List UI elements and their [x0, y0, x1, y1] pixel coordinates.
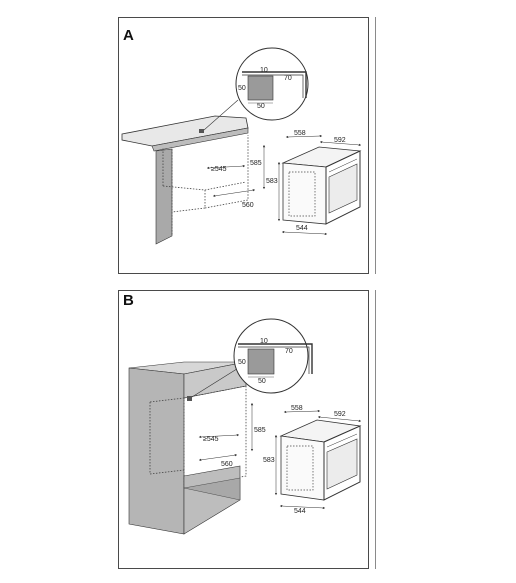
panel-a-oven	[281, 146, 362, 225]
panel-a-oven-dim-583: 583	[266, 178, 278, 185]
panel-a-dim-545-line	[206, 164, 246, 170]
panel-b-dim-560-line	[198, 453, 238, 462]
panel-b-vent-slot	[187, 396, 192, 401]
panel-b-oven	[279, 419, 362, 501]
panel-b-inset-10: 10	[260, 338, 268, 345]
panel-a-cabinet-side	[155, 148, 173, 245]
panel-a-oven-dim-544: 544	[296, 225, 308, 232]
panel-b-oven-dim-544: 544	[294, 508, 306, 515]
panel-b-oven-dim-592-line	[317, 415, 362, 423]
panel-b-dim-560: 560	[221, 461, 233, 468]
panel-b-tall-cabinet	[128, 361, 247, 535]
panel-a-inset-50v: 50	[238, 85, 246, 92]
panel-b-detail-inset: 10 70 50 50	[233, 318, 313, 394]
panel-a-vent-slot	[199, 129, 204, 133]
panel-b-letter: B	[123, 292, 134, 309]
panel-a-inset-10: 10	[260, 67, 268, 74]
panel-a-dim-585: 585	[250, 160, 262, 167]
panel-b-oven-dim-544-line	[279, 504, 326, 510]
panel-b-dim-585: 585	[254, 427, 266, 434]
panel-b-callout-line	[191, 366, 241, 398]
panel-b-oven-dim-592: 592	[334, 411, 346, 418]
panel-a-countertop	[121, 115, 249, 152]
panel-a-dim-560: 560	[242, 202, 254, 209]
panel-a-inset-50h: 50	[257, 103, 265, 110]
panel-a-oven-dim-592: 592	[334, 137, 346, 144]
panel-a-oven-dim-592-line	[319, 140, 362, 147]
panel-a-letter: A	[123, 27, 134, 44]
panel-b-inset-50h: 50	[258, 378, 266, 385]
panel-b-oven-dim-558: 558	[291, 405, 303, 412]
panel-b-inset-50v: 50	[238, 359, 246, 366]
panel-b-oven-dim-583: 583	[263, 457, 275, 464]
panel-a-inset-70: 70	[284, 75, 292, 82]
panel-a-side-rule	[375, 17, 376, 274]
panel-b-side-rule	[375, 290, 376, 569]
panel-b-inset-70: 70	[285, 348, 293, 355]
panel-b-oven-dim-558-line	[283, 409, 321, 414]
panel-a-oven-dim-558: 558	[294, 130, 306, 137]
panel-b-dim-545: ≥545	[203, 436, 219, 443]
panel-a-dim-560-line	[212, 188, 256, 198]
panel-a-oven-dim-558-line	[285, 134, 323, 139]
panel-a-callout-line	[203, 99, 239, 131]
panel-a-detail-inset: 10 70 50 50	[235, 47, 309, 121]
panel-b-dim-545-line	[198, 433, 240, 439]
panel-a-dim-545: ≥545	[211, 166, 227, 173]
panel-a-niche-outline	[162, 135, 249, 236]
panel-a-oven-dim-544-line	[281, 230, 328, 236]
